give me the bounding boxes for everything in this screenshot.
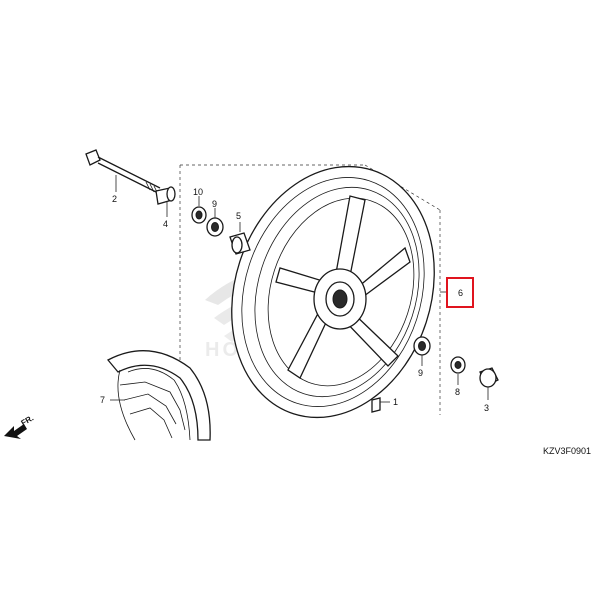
axle-nut-cap	[479, 367, 499, 388]
tire-section	[106, 350, 211, 441]
axle-bolt	[85, 149, 161, 195]
part-labels: 2 4 10 9 5 6 9 8 3 1 7	[100, 187, 489, 413]
bearing-left	[206, 217, 224, 237]
part-label-10: 10	[193, 187, 203, 197]
part-label-8: 8	[455, 387, 460, 397]
diagram-code: KZV3F0901	[543, 446, 591, 456]
part-label-1: 1	[393, 397, 398, 407]
part-label-9-right: 9	[418, 368, 423, 378]
part-label-7: 7	[100, 395, 105, 405]
bearing-right	[413, 336, 431, 356]
highlight-box	[446, 277, 474, 308]
part-label-3: 3	[484, 403, 489, 413]
leader-lines	[110, 175, 489, 403]
front-direction-arrow: FR.	[4, 413, 35, 439]
direction-label: FR.	[20, 413, 36, 427]
dust-seal	[191, 206, 207, 224]
part-label-4: 4	[163, 219, 168, 229]
part-label-6: 6	[458, 288, 463, 298]
part-label-9-left: 9	[212, 199, 217, 209]
dust-seal-right	[450, 356, 466, 374]
distance-collar	[229, 232, 251, 255]
wheel-assembly	[231, 165, 435, 419]
side-collar	[155, 186, 176, 205]
part-label-5: 5	[236, 211, 241, 221]
part-label-2: 2	[112, 194, 117, 204]
